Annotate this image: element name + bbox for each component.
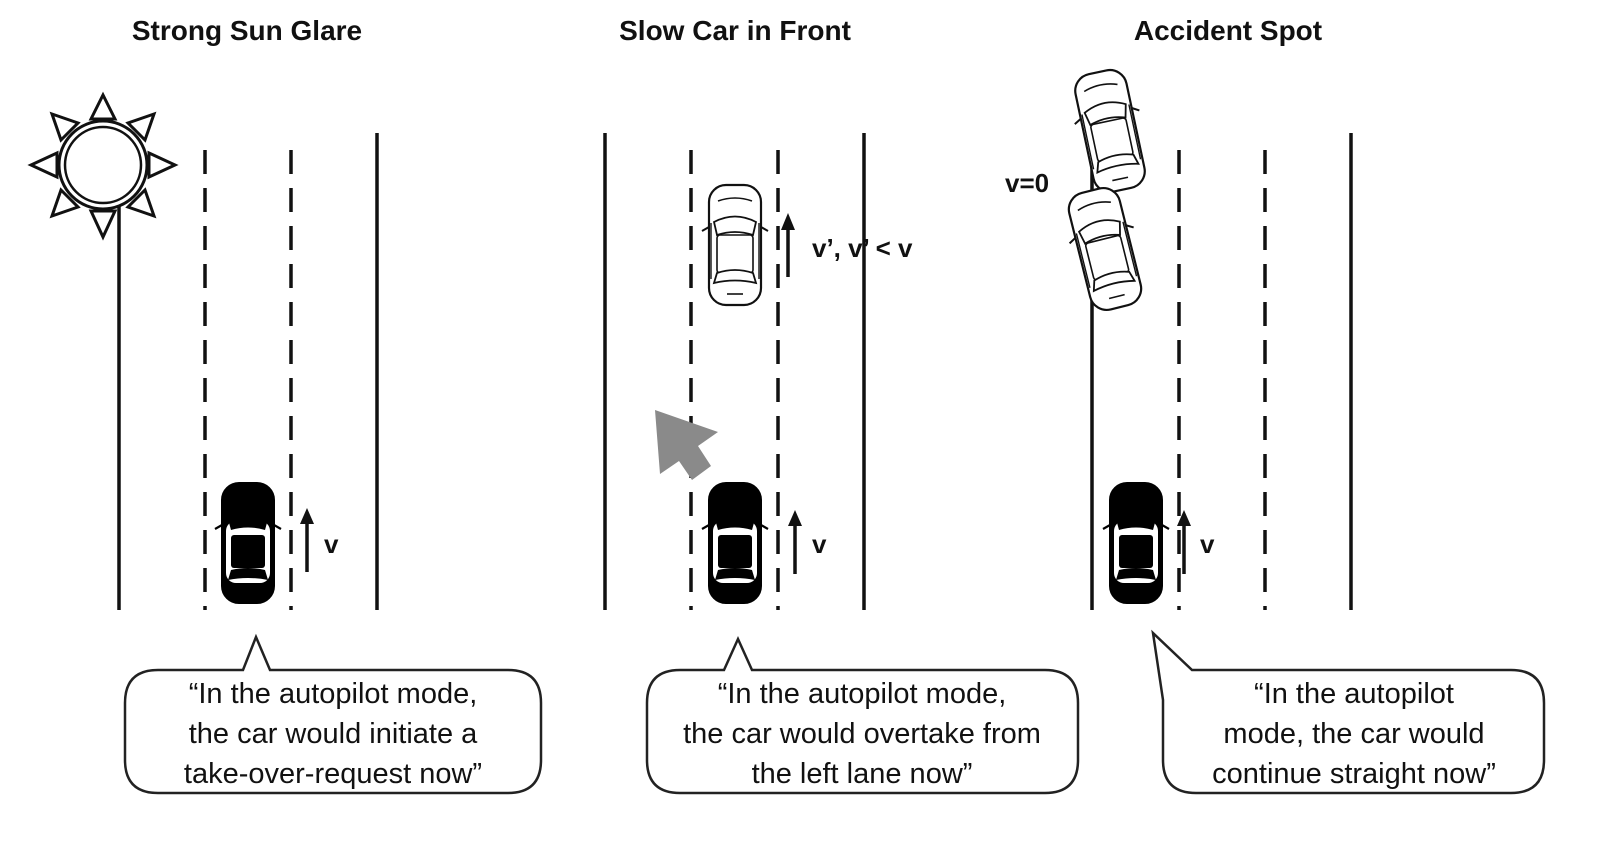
overtake-left-arrow-icon: [655, 410, 718, 480]
speed-arrow: [1177, 510, 1191, 574]
ego-car: [1101, 481, 1171, 605]
slow-front-car: [700, 183, 770, 307]
speech-bubble: “In the autopilot mode, the car would ov…: [645, 635, 1080, 795]
caption-line: the left lane now”: [752, 758, 973, 790]
panel-1-title: Strong Sun Glare: [132, 15, 362, 46]
crashed-car: [1057, 181, 1153, 317]
panel-2-road: [603, 133, 866, 610]
caption-line: the car would overtake from: [683, 718, 1041, 750]
caption-line: “In the autopilot mode,: [718, 678, 1007, 710]
caption-line: “In the autopilot: [1254, 678, 1454, 710]
panel-1-road: [117, 133, 379, 610]
front-speed-label: v’, v’ < v: [812, 233, 913, 263]
crash-speed-label: v=0: [1005, 168, 1049, 198]
panel-3-road: [1090, 133, 1353, 610]
caption-line: mode, the car would: [1223, 718, 1484, 750]
speed-arrow: [788, 510, 802, 574]
front-speed-arrow: [781, 213, 795, 277]
sun-icon: [27, 91, 179, 241]
speed-label: v: [1200, 529, 1215, 559]
ego-car: [700, 481, 770, 605]
caption-line: “In the autopilot mode,: [189, 678, 478, 710]
speech-bubble: “In the autopilot mode, the car would co…: [1151, 629, 1546, 795]
panel-2-title: Slow Car in Front: [619, 15, 851, 46]
speed-label: v: [812, 529, 827, 559]
speed-label: v: [324, 529, 339, 559]
caption-line: take-over-request now”: [184, 758, 482, 790]
ego-car: [213, 481, 283, 605]
caption-line: the car would initiate a: [189, 718, 478, 750]
caption-line: continue straight now”: [1212, 758, 1496, 790]
speech-bubble: “In the autopilot mode, the car would in…: [123, 633, 543, 795]
crashed-car: [1064, 64, 1156, 198]
speed-arrow: [300, 508, 314, 572]
panel-3-title: Accident Spot: [1134, 15, 1322, 46]
